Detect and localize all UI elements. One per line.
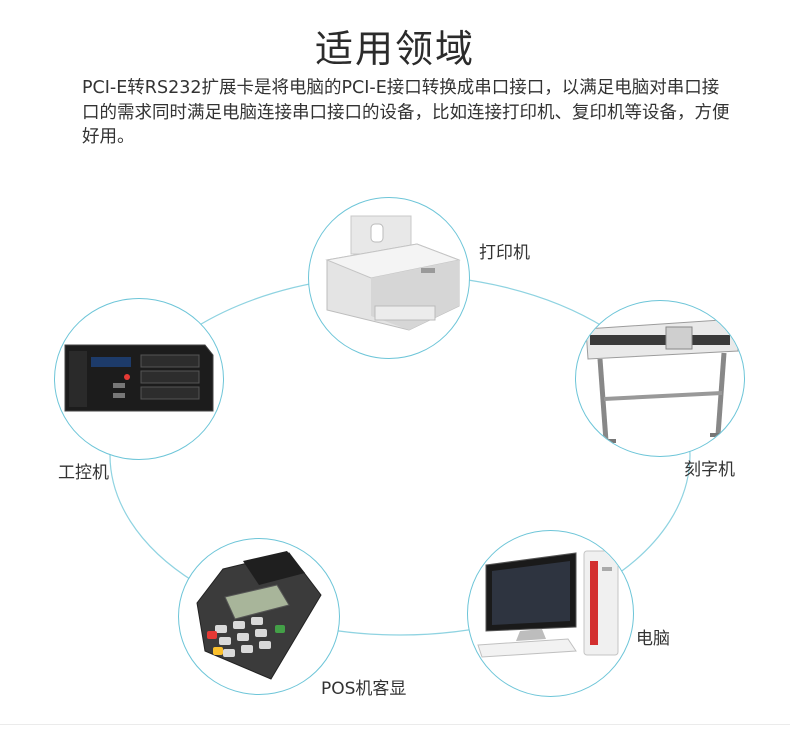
cutting-plotter-label: 刻字机 [684, 460, 735, 480]
industrial-pc-circle [54, 298, 224, 460]
cutting-plotter-icon [585, 318, 739, 443]
printer-circle [308, 197, 470, 359]
computer-circle [467, 530, 634, 697]
printer-icon [325, 215, 461, 331]
pos-terminal-icon [196, 551, 322, 680]
pos-circle [178, 538, 340, 695]
bottom-divider [0, 724, 790, 725]
industrial-pc-label: 工控机 [58, 463, 109, 483]
industrial-pc-icon [64, 344, 214, 412]
computer-label: 电脑 [636, 629, 670, 649]
description-text: PCI-E转RS232扩展卡是将电脑的PCI-E接口转换成串口接口，以满足电脑对… [82, 78, 730, 147]
page-title: 适用领域 [314, 27, 475, 71]
pos-label: POS机客显 [321, 679, 407, 699]
desktop-computer-icon [477, 550, 619, 658]
printer-label: 打印机 [479, 243, 530, 263]
cutting-plotter-circle [575, 300, 745, 457]
